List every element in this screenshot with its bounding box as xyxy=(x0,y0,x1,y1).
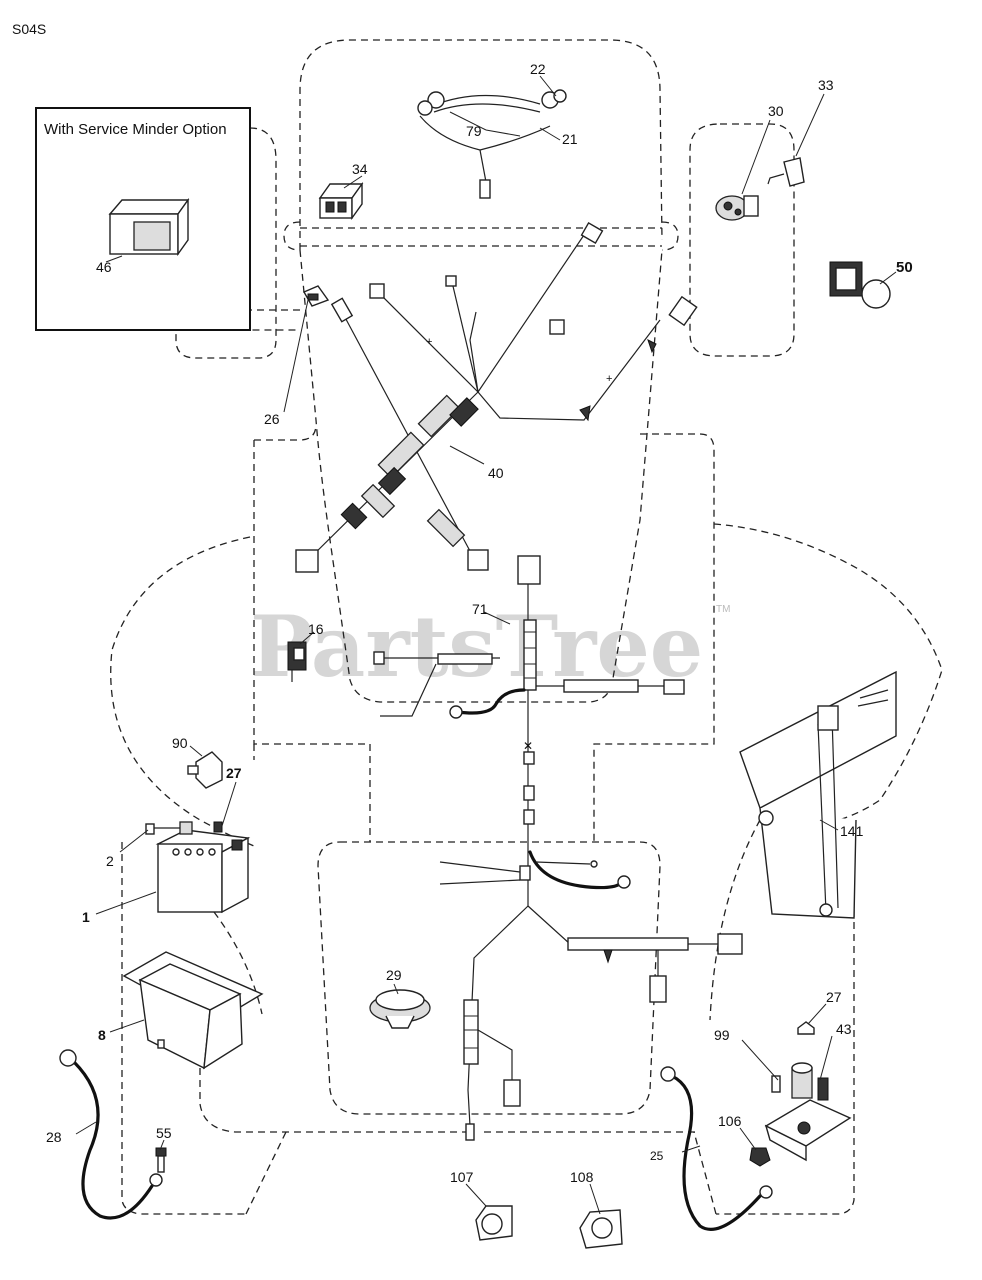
relay-16 xyxy=(287,641,307,682)
callout-43: 43 xyxy=(836,1021,852,1037)
diagram-code: S04S xyxy=(12,21,46,37)
fuse-holder-26 xyxy=(303,285,330,307)
ignition-switch xyxy=(715,195,759,221)
callout-26: 26 xyxy=(264,411,280,427)
callout-55: 55 xyxy=(156,1125,172,1141)
battery-tray xyxy=(122,951,264,1070)
callout-108: 108 xyxy=(570,1169,594,1185)
callout-50: 50 xyxy=(896,259,913,276)
callout-30: 30 xyxy=(768,103,784,119)
service-minder-inset: With Service Minder Option xyxy=(35,107,251,331)
svg-text:+: + xyxy=(426,336,432,348)
pto-switch-50 xyxy=(829,261,891,309)
tractor-outline xyxy=(110,39,943,1215)
callout-22: 22 xyxy=(530,61,546,77)
callout-107: 107 xyxy=(450,1169,474,1185)
svg-text:+: + xyxy=(606,373,612,385)
harness-71: ✕ xyxy=(373,555,685,850)
callout-labels: 22 79 21 34 30 33 50 46 26 40 16 71 90 2… xyxy=(46,61,913,1185)
solenoid-43 xyxy=(749,1021,852,1167)
watermark-tm: TM xyxy=(716,604,730,615)
callout-1: 1 xyxy=(82,909,90,925)
callout-40: 40 xyxy=(488,465,504,481)
headlight-harness xyxy=(417,89,567,199)
callout-27a: 27 xyxy=(226,765,242,781)
callout-33: 33 xyxy=(818,77,834,93)
callout-25: 25 xyxy=(650,1149,664,1163)
part-90 xyxy=(187,751,223,789)
callout-46: 46 xyxy=(96,259,112,275)
callout-27b: 27 xyxy=(826,989,842,1005)
part-108 xyxy=(579,1209,623,1249)
callout-106: 106 xyxy=(718,1113,742,1129)
grommet-29 xyxy=(369,989,431,1029)
ignition-key xyxy=(767,157,805,187)
bolt-55 xyxy=(155,1147,167,1173)
callout-79: 79 xyxy=(466,123,482,139)
callout-71: 71 xyxy=(472,601,488,617)
part-107 xyxy=(475,1205,513,1241)
callout-141: 141 xyxy=(840,823,864,839)
callout-21: 21 xyxy=(562,131,578,147)
battery-cable-28 xyxy=(59,1049,163,1220)
lever-141 xyxy=(739,670,897,919)
lower-harness xyxy=(439,850,743,1141)
callout-28: 28 xyxy=(46,1129,62,1145)
inset-title: With Service Minder Option xyxy=(44,121,227,138)
callout-8: 8 xyxy=(98,1027,106,1043)
callout-29: 29 xyxy=(386,967,402,983)
svg-text:✕: ✕ xyxy=(523,739,533,753)
switch-34 xyxy=(318,181,364,221)
battery xyxy=(145,821,251,914)
callout-34: 34 xyxy=(352,161,368,177)
callout-16: 16 xyxy=(308,621,324,637)
callout-2: 2 xyxy=(106,853,114,869)
main-harness-40: + + xyxy=(295,221,698,573)
callout-90: 90 xyxy=(172,735,188,751)
leader-lines xyxy=(75,75,897,1215)
service-minder-display xyxy=(105,197,190,263)
battery-cable-25 xyxy=(660,1066,773,1231)
callout-99: 99 xyxy=(714,1027,730,1043)
